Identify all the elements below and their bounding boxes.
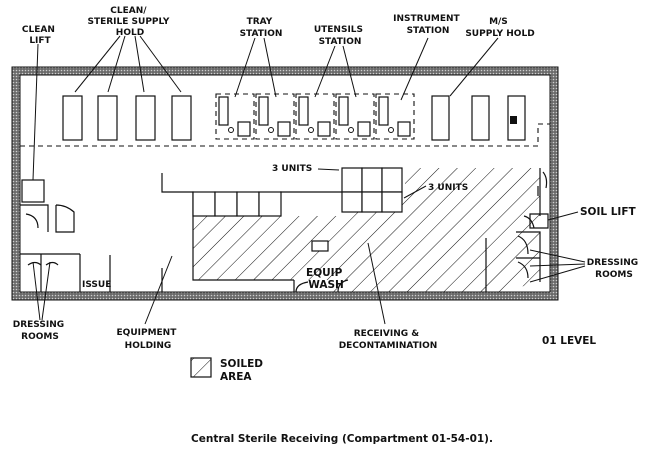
label-equip-wash: EQUIP WASH [306, 267, 346, 291]
shelf-clean-1 [62, 95, 83, 141]
tray-station-1 [215, 93, 255, 140]
clean-lift-box [21, 179, 45, 203]
label-dressing-rooms-left: DRESSING ROOMS [13, 320, 68, 342]
three-units-row-left [192, 191, 282, 217]
three-units-block [341, 167, 403, 213]
label-receiving-decontamination: RECEIVING & DECONTAMINATION [339, 329, 438, 351]
label-dressing-rooms-right: DRESSING ROOMS [587, 258, 642, 280]
shelf-clean-2 [97, 95, 118, 141]
left-dressing-door-top [25, 213, 39, 229]
right-dressing-door-3 [517, 261, 529, 279]
instrument-station [375, 93, 415, 140]
label-equipment-holding: EQUIPMENT HOLDING [117, 328, 180, 351]
label-3-units-b: 3 UNITS [428, 183, 468, 193]
label-3-units-a: 3 UNITS [272, 164, 312, 174]
tray-station-2 [255, 93, 295, 140]
label-tray-station: TRAY STATION [240, 17, 283, 39]
equip-wash-unit [311, 240, 329, 252]
label-level: 01 LEVEL [542, 335, 596, 347]
left-dressing-wall [55, 204, 75, 233]
shelf-ms-3-mark [510, 116, 517, 124]
left-dressing-door-2 [45, 261, 59, 266]
utensils-station-1 [295, 93, 335, 140]
soil-lift-box [529, 186, 549, 229]
leader-lines [32, 35, 586, 325]
soiled-area-hatch [193, 168, 540, 292]
label-clean-sterile-supply-hold: CLEAN/ STERILE SUPPLY HOLD [87, 6, 172, 38]
legend-soiled-area: SOILED AREA [220, 358, 267, 383]
shelf-ms-1 [431, 95, 450, 141]
label-clean-lift: CLEAN LIFT [22, 25, 58, 46]
shelf-ms-2 [471, 95, 490, 141]
label-utensils-station: UTENSILS STATION [314, 25, 366, 47]
utensils-station-2 [335, 93, 375, 140]
equip-wash-door [295, 281, 309, 293]
right-wall-notch [542, 171, 548, 189]
shelf-clean-3 [135, 95, 156, 141]
right-dressing-door-2 [517, 235, 529, 255]
figure-caption: Central Sterile Receiving (Compartment 0… [191, 433, 493, 445]
left-partition [20, 204, 49, 232]
label-ms-supply-hold: M/S SUPPLY HOLD [465, 17, 534, 39]
shelf-clean-4 [171, 95, 192, 141]
label-instrument-station: INSTRUMENT STATION [393, 14, 463, 36]
left-dressing-door-1 [27, 261, 42, 266]
label-issue: ISSUE [82, 280, 111, 290]
right-dressing-door-1 [523, 215, 535, 229]
label-soil-lift: SOIL LIFT [580, 206, 637, 218]
legend-soiled-swatch [190, 357, 212, 378]
outer-wall [11, 66, 559, 301]
equip-wash-door-right [337, 279, 349, 293]
